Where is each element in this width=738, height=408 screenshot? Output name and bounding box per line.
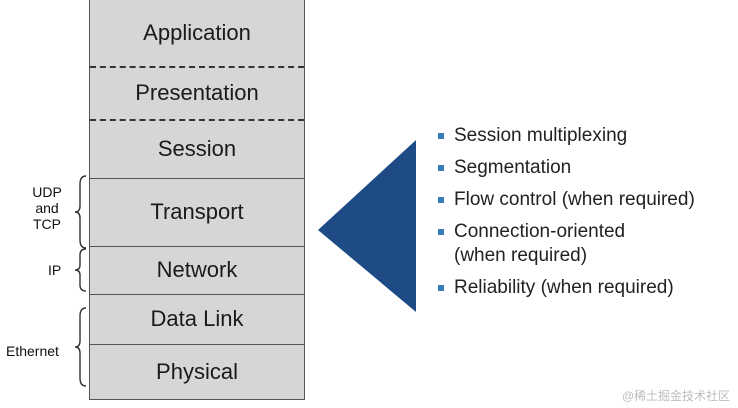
layer-network: Network: [90, 246, 304, 294]
layer-label: Physical: [156, 359, 238, 384]
layer-label: Transport: [150, 199, 244, 224]
list-item: Session multiplexing: [438, 124, 695, 148]
watermark: @稀土掘金技术社区: [621, 389, 730, 403]
layer-separator: [90, 178, 304, 179]
brace-network: [74, 248, 87, 292]
bullet-square-icon: [438, 165, 444, 171]
list-item: Connection-oriented (when required): [438, 220, 695, 268]
layer-label: Session: [157, 135, 237, 161]
layer-data-link: Data Link: [90, 294, 304, 344]
osi-layer-stack: Application Presentation Session Transpo…: [89, 0, 305, 400]
layer-separator: [90, 246, 304, 247]
list-item: Segmentation: [438, 156, 695, 180]
list-item: Reliability (when required): [438, 276, 695, 300]
protocol-text: UDP: [32, 184, 62, 200]
protocol-text: and: [35, 200, 59, 216]
brace-transport: [74, 175, 87, 249]
dashed-separator: [90, 66, 304, 68]
pointer-triangle: [318, 140, 416, 312]
protocol-udp-tcp: UDP and TCP: [26, 184, 68, 232]
brace-ethernet: [74, 307, 87, 387]
layer-label: Network: [156, 257, 238, 282]
layer-physical: Physical: [90, 344, 304, 400]
layer-label: Application: [143, 20, 251, 45]
protocol-text: TCP: [33, 216, 61, 232]
transport-function-list: Session multiplexing Segmentation Flow c…: [438, 124, 695, 300]
list-item: Flow control (when required): [438, 188, 695, 212]
layer-label: Presentation: [135, 79, 259, 105]
dashed-separator: [90, 119, 304, 121]
bullet-square-icon: [438, 285, 444, 291]
bullet-square-icon: [438, 133, 444, 139]
layer-separator: [90, 294, 304, 295]
layer-application: Application: [90, 0, 304, 66]
layer-label: Data Link: [150, 306, 244, 331]
bullet-square-icon: [438, 229, 444, 235]
layer-session: Session: [90, 119, 304, 178]
layer-separator: [90, 344, 304, 345]
protocol-ip: IP: [48, 262, 62, 278]
layer-presentation: Presentation: [90, 66, 304, 119]
protocol-ethernet: Ethernet: [6, 343, 59, 359]
layer-transport: Transport: [90, 178, 304, 246]
bullet-square-icon: [438, 197, 444, 203]
